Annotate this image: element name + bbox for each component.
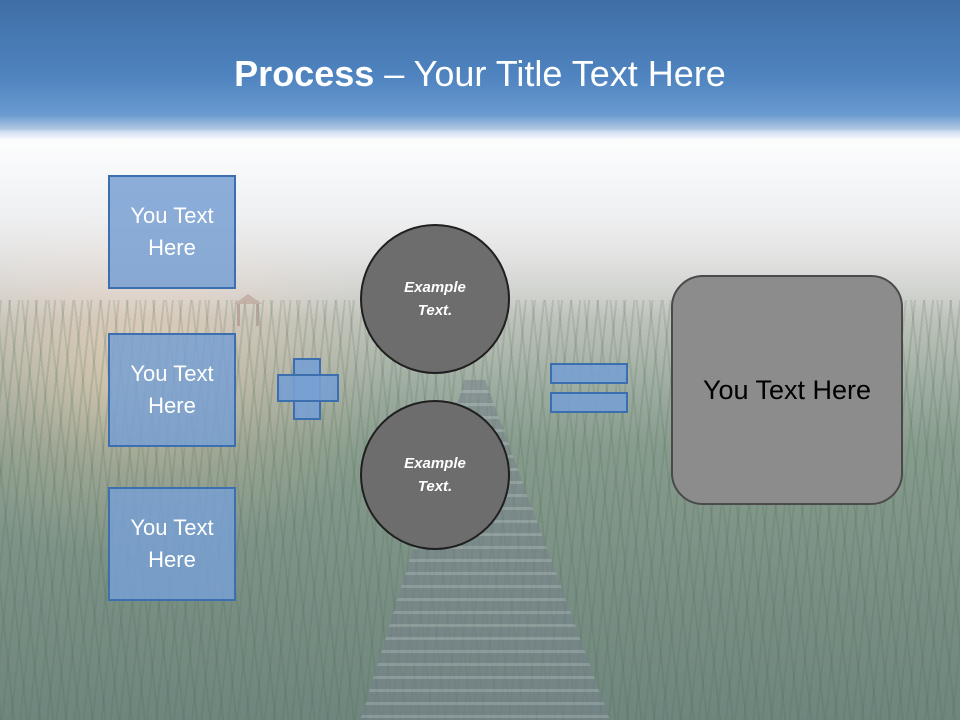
plus-center	[295, 376, 319, 400]
example-circle-1-line2: Text.	[417, 302, 453, 319]
equals-top-bar	[550, 363, 628, 384]
page-title: Process – Your Title Text Here	[0, 52, 960, 96]
text-box-1-line1: You Text	[130, 203, 214, 228]
text-box-3-line2: Here	[148, 547, 196, 572]
text-box-2[interactable]: You Text Here	[108, 333, 236, 447]
result-box[interactable]: You Text Here	[671, 275, 903, 505]
gazebo-icon	[234, 294, 262, 326]
example-circle-2[interactable]: Example Text.	[360, 400, 510, 550]
text-box-3[interactable]: You Text Here	[108, 487, 236, 601]
equals-bottom-bar	[550, 392, 628, 413]
text-box-1-line2: Here	[148, 235, 196, 260]
text-box-3-line1: You Text	[130, 515, 214, 540]
example-circle-1[interactable]: Example Text.	[360, 224, 510, 374]
example-circle-2-line1: Example	[404, 455, 466, 472]
example-circle-2-line2: Text.	[417, 478, 453, 495]
text-box-2-line1: You Text	[130, 361, 214, 386]
title-rest: – Your Title Text Here	[374, 53, 726, 94]
example-circle-1-line1: Example	[404, 279, 466, 296]
text-box-1[interactable]: You Text Here	[108, 175, 236, 289]
header-band	[0, 0, 960, 140]
text-box-2-line2: Here	[148, 393, 196, 418]
result-box-text: You Text Here	[702, 374, 872, 405]
title-bold: Process	[234, 53, 375, 94]
